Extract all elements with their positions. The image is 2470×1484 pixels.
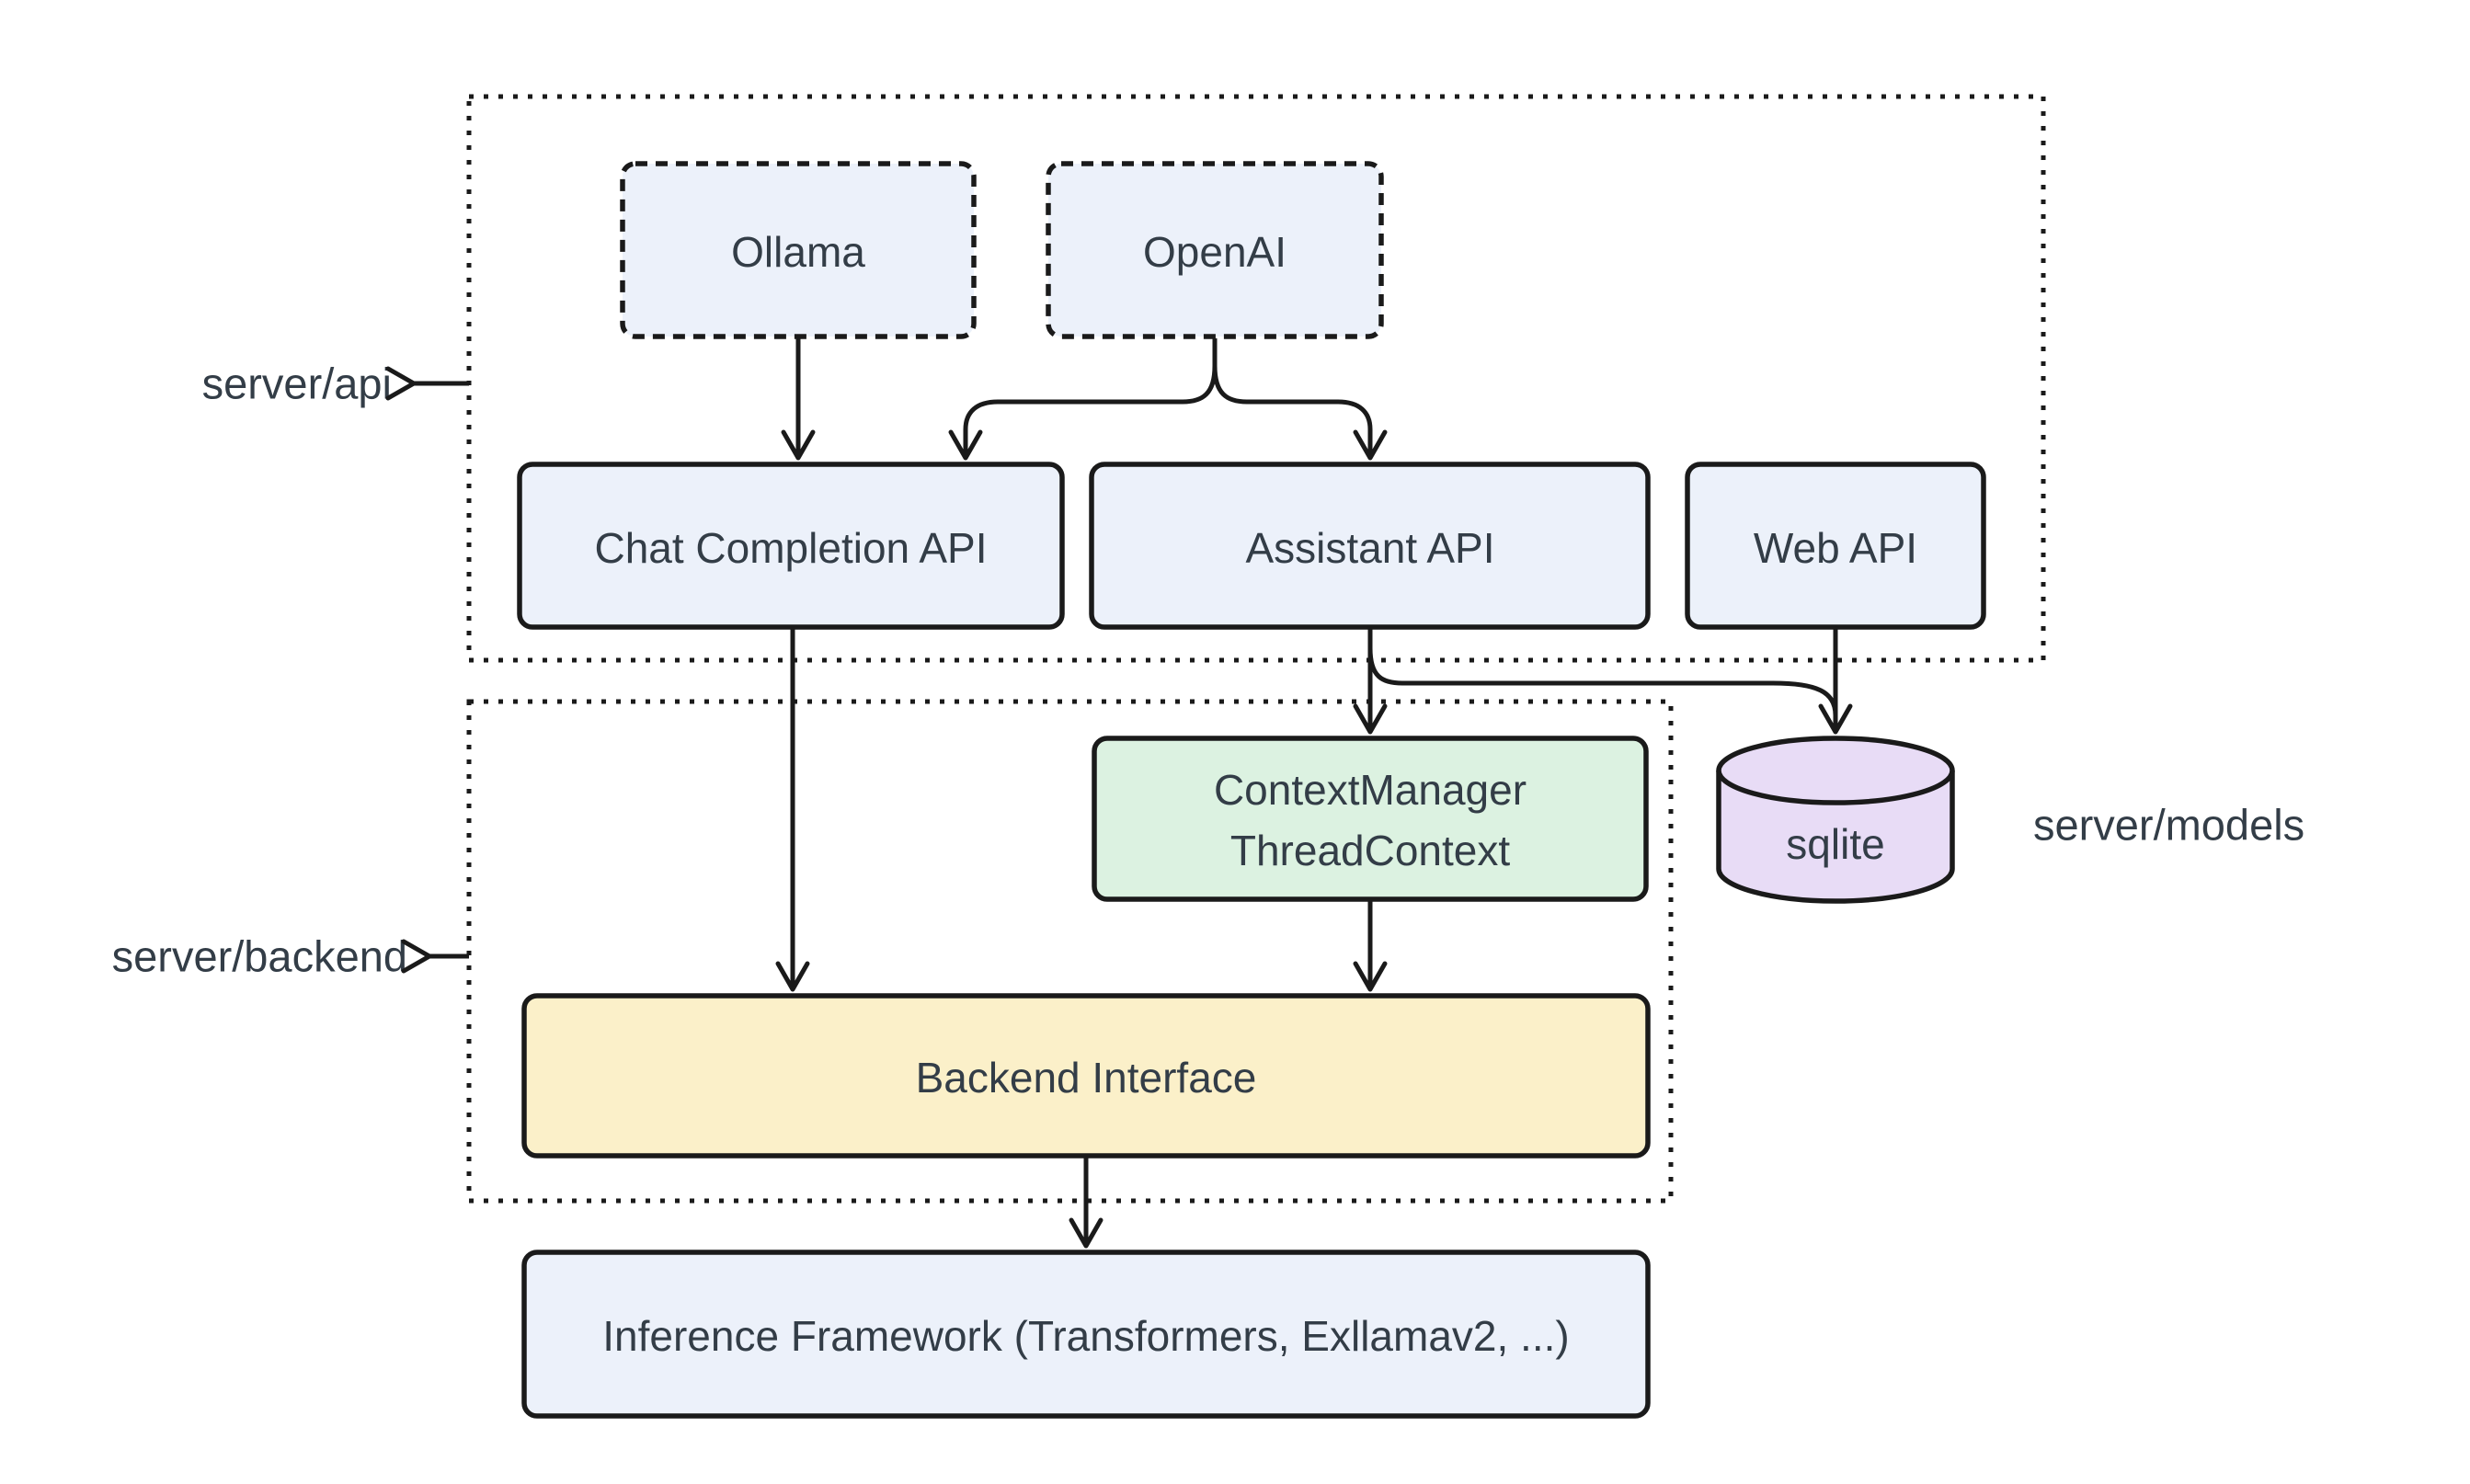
node-chat-completion-api: Chat Completion API — [517, 462, 1065, 630]
context-manager-box — [1092, 736, 1649, 902]
chat-completion-api-box — [517, 462, 1065, 630]
server-models-label: server/models — [2033, 801, 2304, 850]
assistant-api-label: Assistant API — [1245, 524, 1494, 572]
server-backend-label: server/backend — [112, 932, 407, 981]
web-api-label: Web API — [1754, 524, 1917, 572]
server-backend-container — [466, 699, 1674, 1204]
ollama-label: Ollama — [731, 228, 865, 276]
node-web-api: Web API — [1685, 462, 1986, 630]
node-sqlite: sqlite — [1716, 736, 1955, 904]
sqlite-label: sqlite — [1786, 820, 1884, 868]
node-inference-framework: Inference Framework (Transformers, Exlla… — [521, 1250, 1651, 1419]
sqlite-cylinder-body — [1716, 771, 1955, 904]
assistant-api-box — [1089, 462, 1651, 630]
sqlite-cylinder-top — [1716, 736, 1955, 805]
edge-openai-to-assistant — [1212, 365, 1388, 461]
node-openai: OpenAI — [1046, 161, 1384, 339]
inference-framework-box — [521, 1250, 1651, 1419]
node-backend-interface: Backend Interface — [521, 993, 1651, 1159]
node-assistant-api: Assistant API — [1089, 462, 1651, 630]
openai-label: OpenAI — [1143, 228, 1286, 276]
web-api-box — [1685, 462, 1986, 630]
server-api-label: server/api — [202, 360, 392, 408]
node-ollama: Ollama — [620, 161, 977, 339]
server-api-container — [466, 94, 2046, 663]
context-manager-label-line1: ContextManager — [1214, 766, 1527, 814]
context-manager-label-line2: ThreadContext — [1230, 827, 1510, 874]
ollama-box — [620, 161, 977, 339]
backend-interface-label: Backend Interface — [916, 1054, 1257, 1102]
backend-interface-box — [521, 993, 1651, 1159]
edge-openai-to-chat-completion — [948, 338, 1218, 461]
chat-completion-api-label: Chat Completion API — [594, 524, 987, 572]
edge-assistant-to-sqlite — [1367, 647, 1838, 725]
inference-framework-label: Inference Framework (Transformers, Exlla… — [602, 1312, 1569, 1360]
openai-box — [1046, 161, 1384, 339]
node-context-manager: ContextManager ThreadContext — [1092, 736, 1649, 902]
